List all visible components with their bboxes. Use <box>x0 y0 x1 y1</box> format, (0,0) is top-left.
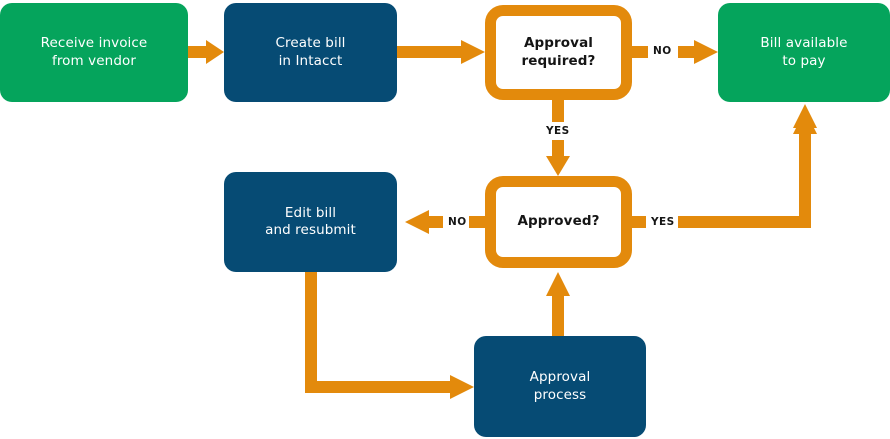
edge-create-to-approval-required <box>397 40 485 64</box>
node-bill-available[interactable]: Bill available to pay <box>718 3 890 102</box>
edge-edit-to-approval-process <box>305 272 474 399</box>
node-create-bill-label: Create bill in Intacct <box>275 35 346 69</box>
edge-approval-required-no <box>632 40 718 64</box>
edge-label-yes-right: YES <box>651 216 675 228</box>
edge-receive-to-create <box>188 40 224 64</box>
node-edit-bill-label: Edit bill and resubmit <box>265 204 356 238</box>
node-create-bill[interactable]: Create bill in Intacct <box>224 3 397 102</box>
edge-approved-yes <box>632 104 817 228</box>
node-receive-invoice-label: Receive invoice from vendor <box>40 35 148 69</box>
edge-label-no-top: NO <box>653 45 672 57</box>
node-approved[interactable]: Approved? <box>485 176 632 268</box>
node-approval-process[interactable]: Approval process <box>474 336 646 437</box>
node-bill-available-label: Bill available to pay <box>760 35 848 69</box>
node-edit-bill[interactable]: Edit bill and resubmit <box>224 172 397 272</box>
edge-label-no-left: NO <box>448 216 467 228</box>
node-approval-required[interactable]: Approval required? <box>485 5 632 100</box>
node-receive-invoice[interactable]: Receive invoice from vendor <box>0 3 188 102</box>
edge-approved-no <box>405 210 485 234</box>
node-approval-required-label: Approval required? <box>521 35 596 69</box>
node-approved-label: Approved? <box>517 213 600 230</box>
node-approval-process-label: Approval process <box>529 369 591 403</box>
edge-approval-process-to-approved <box>546 272 570 336</box>
edge-label-yes-down: YES <box>546 125 570 137</box>
edge-approval-required-yes <box>546 100 570 176</box>
